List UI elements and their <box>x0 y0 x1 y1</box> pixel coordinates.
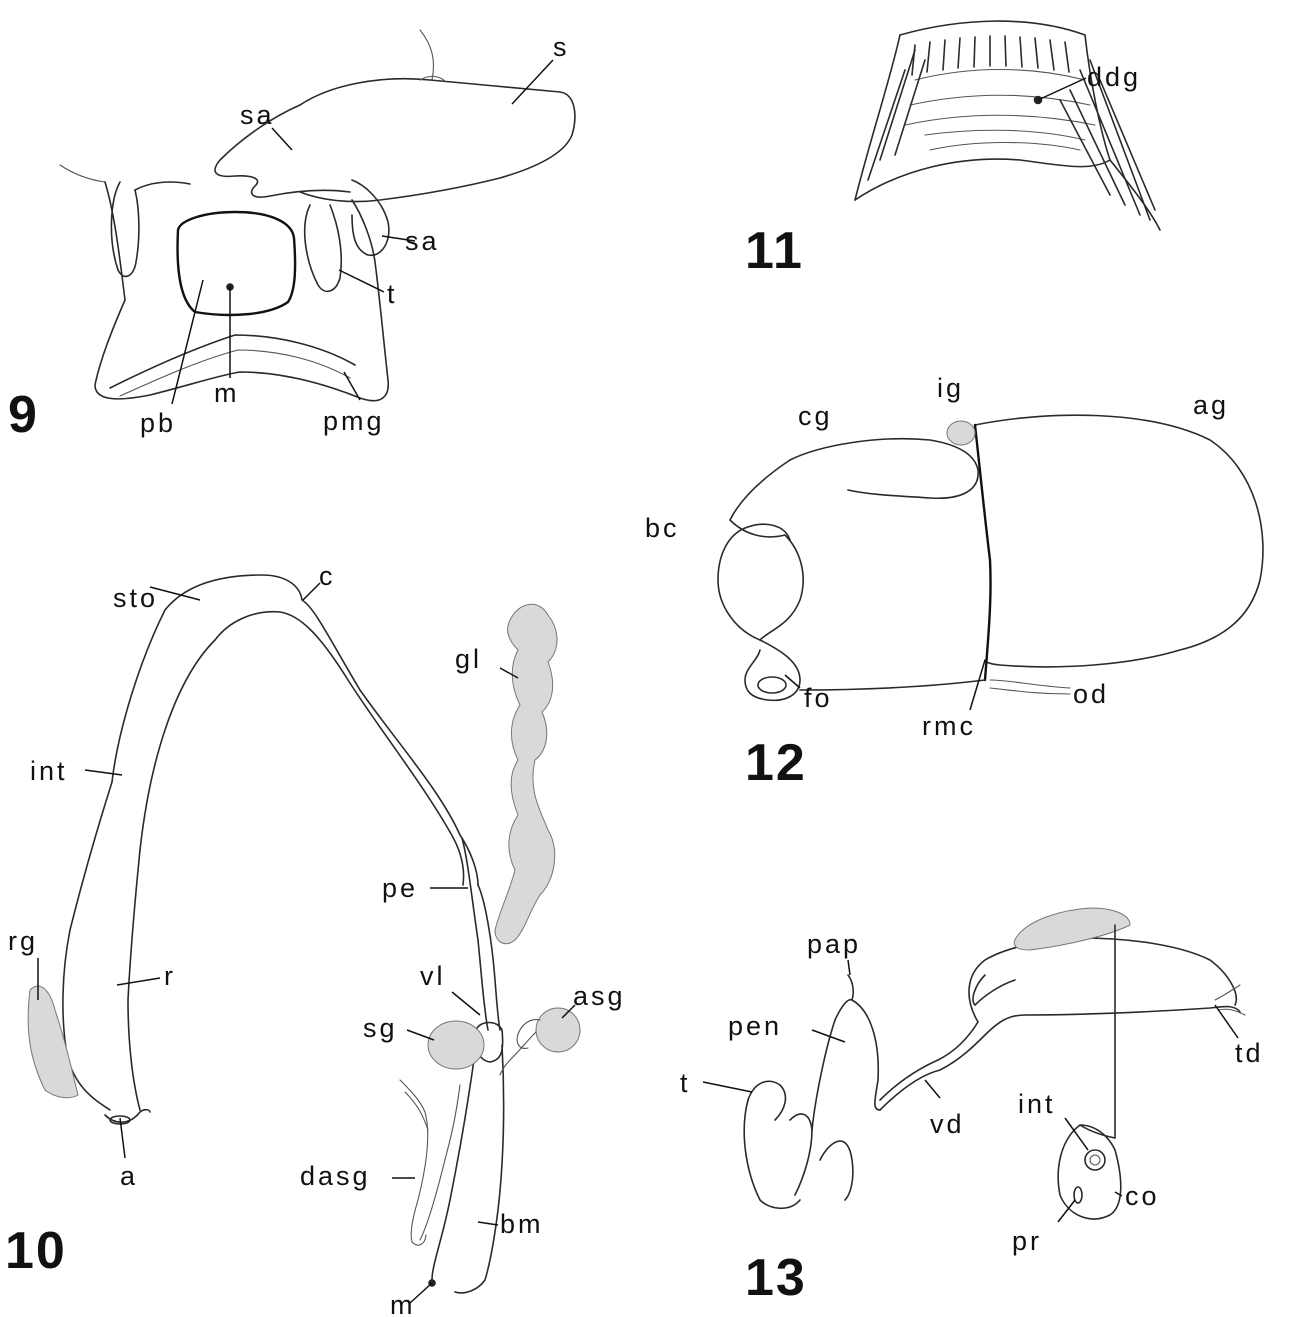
fig12-label-ag: ag <box>1193 390 1229 420</box>
fig9-label-sa-right: sa <box>405 226 440 256</box>
fig10-label-rg: rg <box>8 926 38 956</box>
fig11-number: 11 <box>745 222 804 280</box>
fig10-label-dasg: dasg <box>300 1161 371 1191</box>
fig9-label-pb: pb <box>140 408 176 438</box>
fig9-label-pmg: pmg <box>323 406 385 436</box>
fig10-label-c: c <box>319 561 336 591</box>
fig13-label-pap: pap <box>807 929 861 959</box>
fig12-label-od: od <box>1073 679 1109 709</box>
figure-12-labels: ig ag cg bc fo od rmc 12 <box>645 373 1229 792</box>
fig13-label-int: int <box>1018 1089 1056 1119</box>
fig10-label-a: a <box>120 1161 138 1191</box>
fig12-label-bc: bc <box>645 513 680 543</box>
figure-10-leaders <box>38 583 575 1303</box>
fig10-label-r: r <box>164 961 176 991</box>
fig9-number: 9 <box>8 386 39 444</box>
fig9-label-m: m <box>214 378 240 408</box>
fig9-label-s: s <box>553 32 570 62</box>
fig13-label-co: co <box>1125 1181 1160 1211</box>
fig9-label-sa-top: sa <box>240 100 275 130</box>
figure-11-drawing <box>855 21 1160 230</box>
fig10-label-gl: gl <box>455 644 482 674</box>
figure-9-drawing <box>60 30 575 401</box>
fig12-label-rmc: rmc <box>922 711 976 741</box>
fig13-label-pr: pr <box>1012 1226 1042 1256</box>
fig13-label-td: td <box>1235 1038 1264 1068</box>
fig12-label-fo: fo <box>804 683 833 713</box>
fig12-number: 12 <box>745 734 807 792</box>
figure-12-drawing <box>718 415 1263 700</box>
fig10-label-sto: sto <box>113 583 158 613</box>
fig10-number: 10 <box>5 1222 67 1280</box>
fig10-label-vl: vl <box>420 961 446 991</box>
fig12-label-ig: ig <box>937 373 964 403</box>
fig10-label-bm: bm <box>500 1209 544 1239</box>
fig10-label-asg: asg <box>573 981 626 1011</box>
fig13-label-t: t <box>680 1068 691 1098</box>
figure-13-labels: pap pen td t int vd co pr 13 <box>680 929 1264 1307</box>
fig9-label-t: t <box>387 279 398 309</box>
fig10-label-sg: sg <box>363 1013 398 1043</box>
fig11-label-ddg: ddg <box>1087 62 1141 92</box>
fig13-label-pen: pen <box>728 1011 782 1041</box>
figure-11-labels: ddg 11 <box>745 62 1141 280</box>
fig13-number: 13 <box>745 1249 807 1307</box>
fig12-label-cg: cg <box>798 401 833 431</box>
fig10-label-pe: pe <box>382 873 418 903</box>
figure-9-labels: s sa sa t pb m pmg 9 <box>8 32 570 444</box>
fig13-label-vd: vd <box>930 1109 965 1139</box>
fig10-label-m: m <box>390 1290 416 1317</box>
fig10-label-int: int <box>30 756 68 786</box>
